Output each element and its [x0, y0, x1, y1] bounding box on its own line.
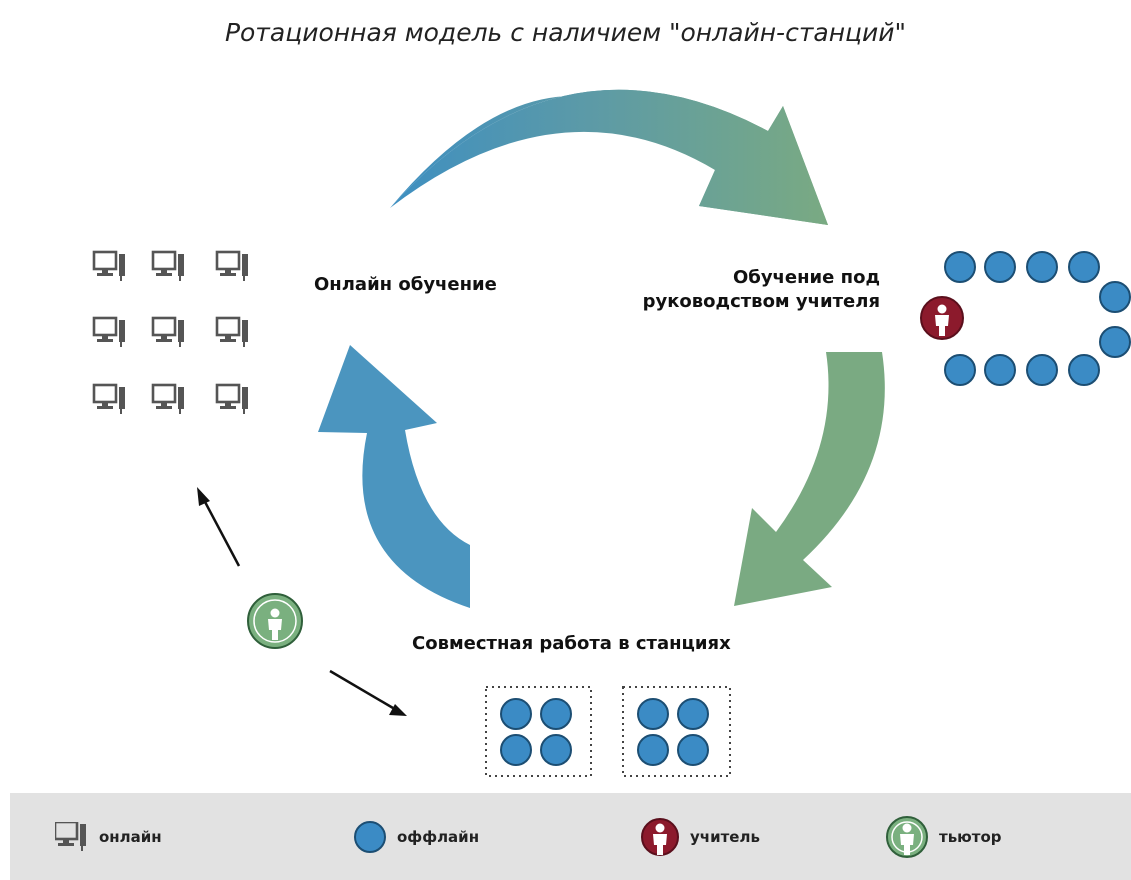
arrow-stations-to-online — [318, 345, 470, 608]
legend-offline-label: оффлайн — [397, 827, 480, 846]
legend-online-label: онлайн — [99, 827, 162, 846]
computer-icon — [55, 821, 88, 852]
legend-offline: оффлайн — [353, 793, 479, 880]
label-teacher-line1: Обучение под — [732, 267, 880, 288]
legend-tutor-label: тьютор — [939, 827, 1002, 846]
legend-tutor: тьютор — [885, 793, 1002, 880]
teacher-icon — [641, 817, 679, 856]
station-2 — [622, 686, 731, 777]
teacher-icon — [920, 296, 964, 340]
tutor-icon — [886, 815, 928, 858]
legend-bar: онлайн оффлайн учитель тьютор — [10, 793, 1131, 880]
online-computers-grid — [92, 250, 250, 416]
circle-icon — [354, 820, 386, 853]
station-1 — [485, 686, 592, 777]
label-stations: Совместная работа в станциях — [412, 633, 731, 654]
legend-online: онлайн — [55, 793, 162, 880]
tutor-icon — [247, 593, 303, 649]
teacher-group — [920, 251, 1131, 386]
label-teacher-led: Обучение под руководством учителя — [590, 266, 880, 314]
label-online-learning: Онлайн обучение — [314, 274, 497, 295]
legend-teacher-label: учитель — [690, 827, 760, 846]
label-teacher-line2: руководством учителя — [642, 291, 880, 312]
tutor-group — [197, 487, 407, 716]
diagram-title: Ротационная модель с наличием "онлайн-ст… — [224, 18, 907, 47]
legend-teacher: учитель — [640, 793, 760, 880]
arrow-teacher-to-stations — [734, 352, 885, 606]
